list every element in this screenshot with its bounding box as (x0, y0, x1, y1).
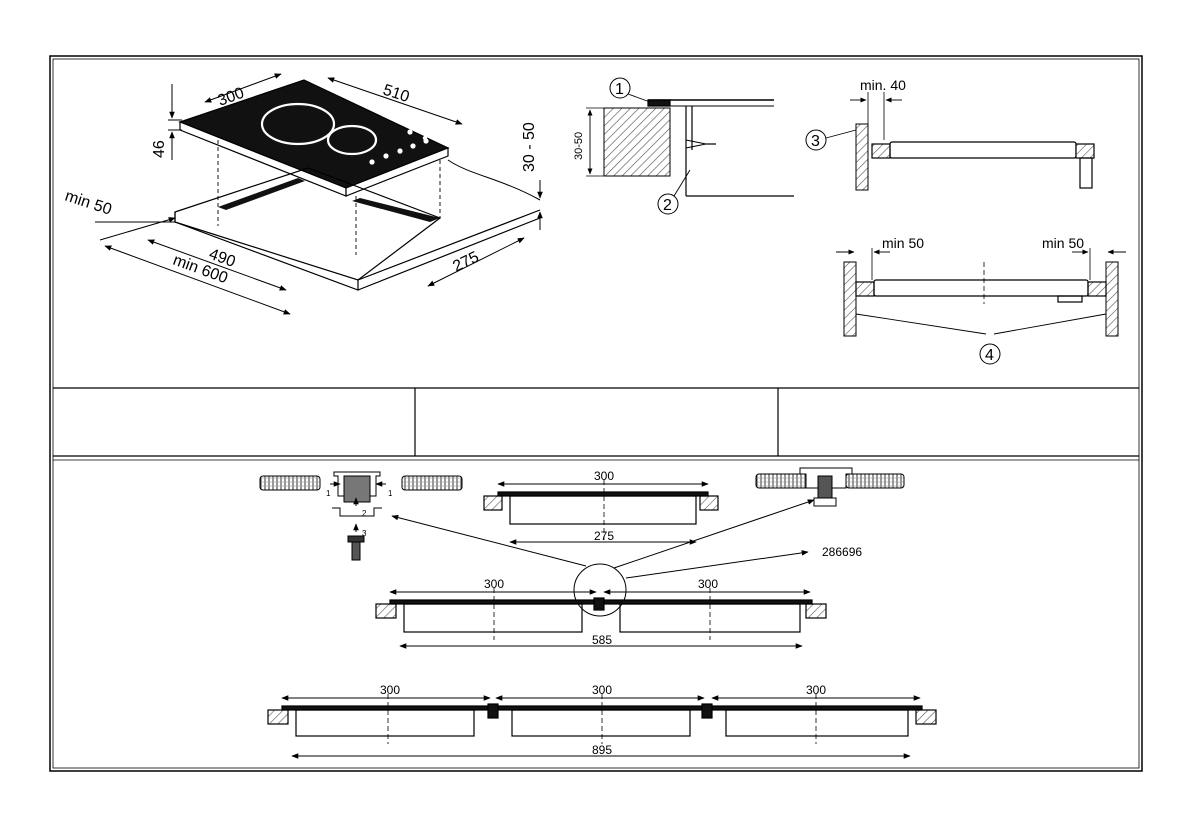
single-width-label: 300 (594, 469, 614, 483)
single-hob-section (483, 480, 719, 545)
step-3: 3 (362, 529, 367, 538)
edge-seal-detail (586, 77, 794, 215)
edge-range-label: 30-50 (573, 132, 585, 160)
min-40-label: min. 40 (860, 77, 906, 93)
min-50-left-label: min 50 (882, 235, 924, 251)
callout-1-circle (609, 77, 631, 99)
callout-1-label: 1 (615, 81, 624, 98)
double-total-label: 585 (592, 633, 612, 647)
dim-275: 275 (450, 249, 482, 276)
callout-3-label: 3 (811, 133, 820, 150)
double-hob-section (375, 588, 827, 649)
joining-clip-assembled (755, 467, 905, 507)
joining-clip-exploded (259, 471, 463, 561)
triple-a-label: 300 (380, 683, 400, 697)
triple-c-label: 300 (806, 683, 826, 697)
perspective-hob-view (95, 73, 543, 315)
single-depth-label: 275 (594, 529, 614, 543)
triple-total-label: 895 (592, 743, 612, 757)
step-1-right: 1 (388, 489, 393, 498)
double-right-label: 300 (698, 577, 718, 591)
front-clearance-detail (836, 248, 1126, 365)
triple-hob-section (267, 694, 937, 759)
side-clearance-detail (805, 92, 1095, 191)
step-1-left: 1 (326, 489, 331, 498)
callout-2-label: 2 (663, 197, 672, 214)
dim-510: 510 (381, 82, 412, 106)
dim-46: 46 (151, 140, 168, 158)
control-knobs (369, 129, 429, 165)
part-number-label: 286696 (822, 545, 862, 559)
dim-min-50: min 50 (63, 188, 114, 219)
dim-30-50: 30 - 50 (521, 122, 538, 172)
frame-borders (49, 55, 1143, 772)
callout-4-circle (979, 343, 1001, 365)
cooking-zone-small (326, 124, 378, 156)
min-50-right-label: min 50 (1042, 235, 1084, 251)
callout-4-label: 4 (985, 347, 994, 364)
callout-3-circle (805, 129, 827, 151)
callout-2-circle (657, 193, 679, 215)
step-2: 2 (362, 509, 367, 518)
double-left-label: 300 (484, 577, 504, 591)
triple-b-label: 300 (592, 683, 612, 697)
